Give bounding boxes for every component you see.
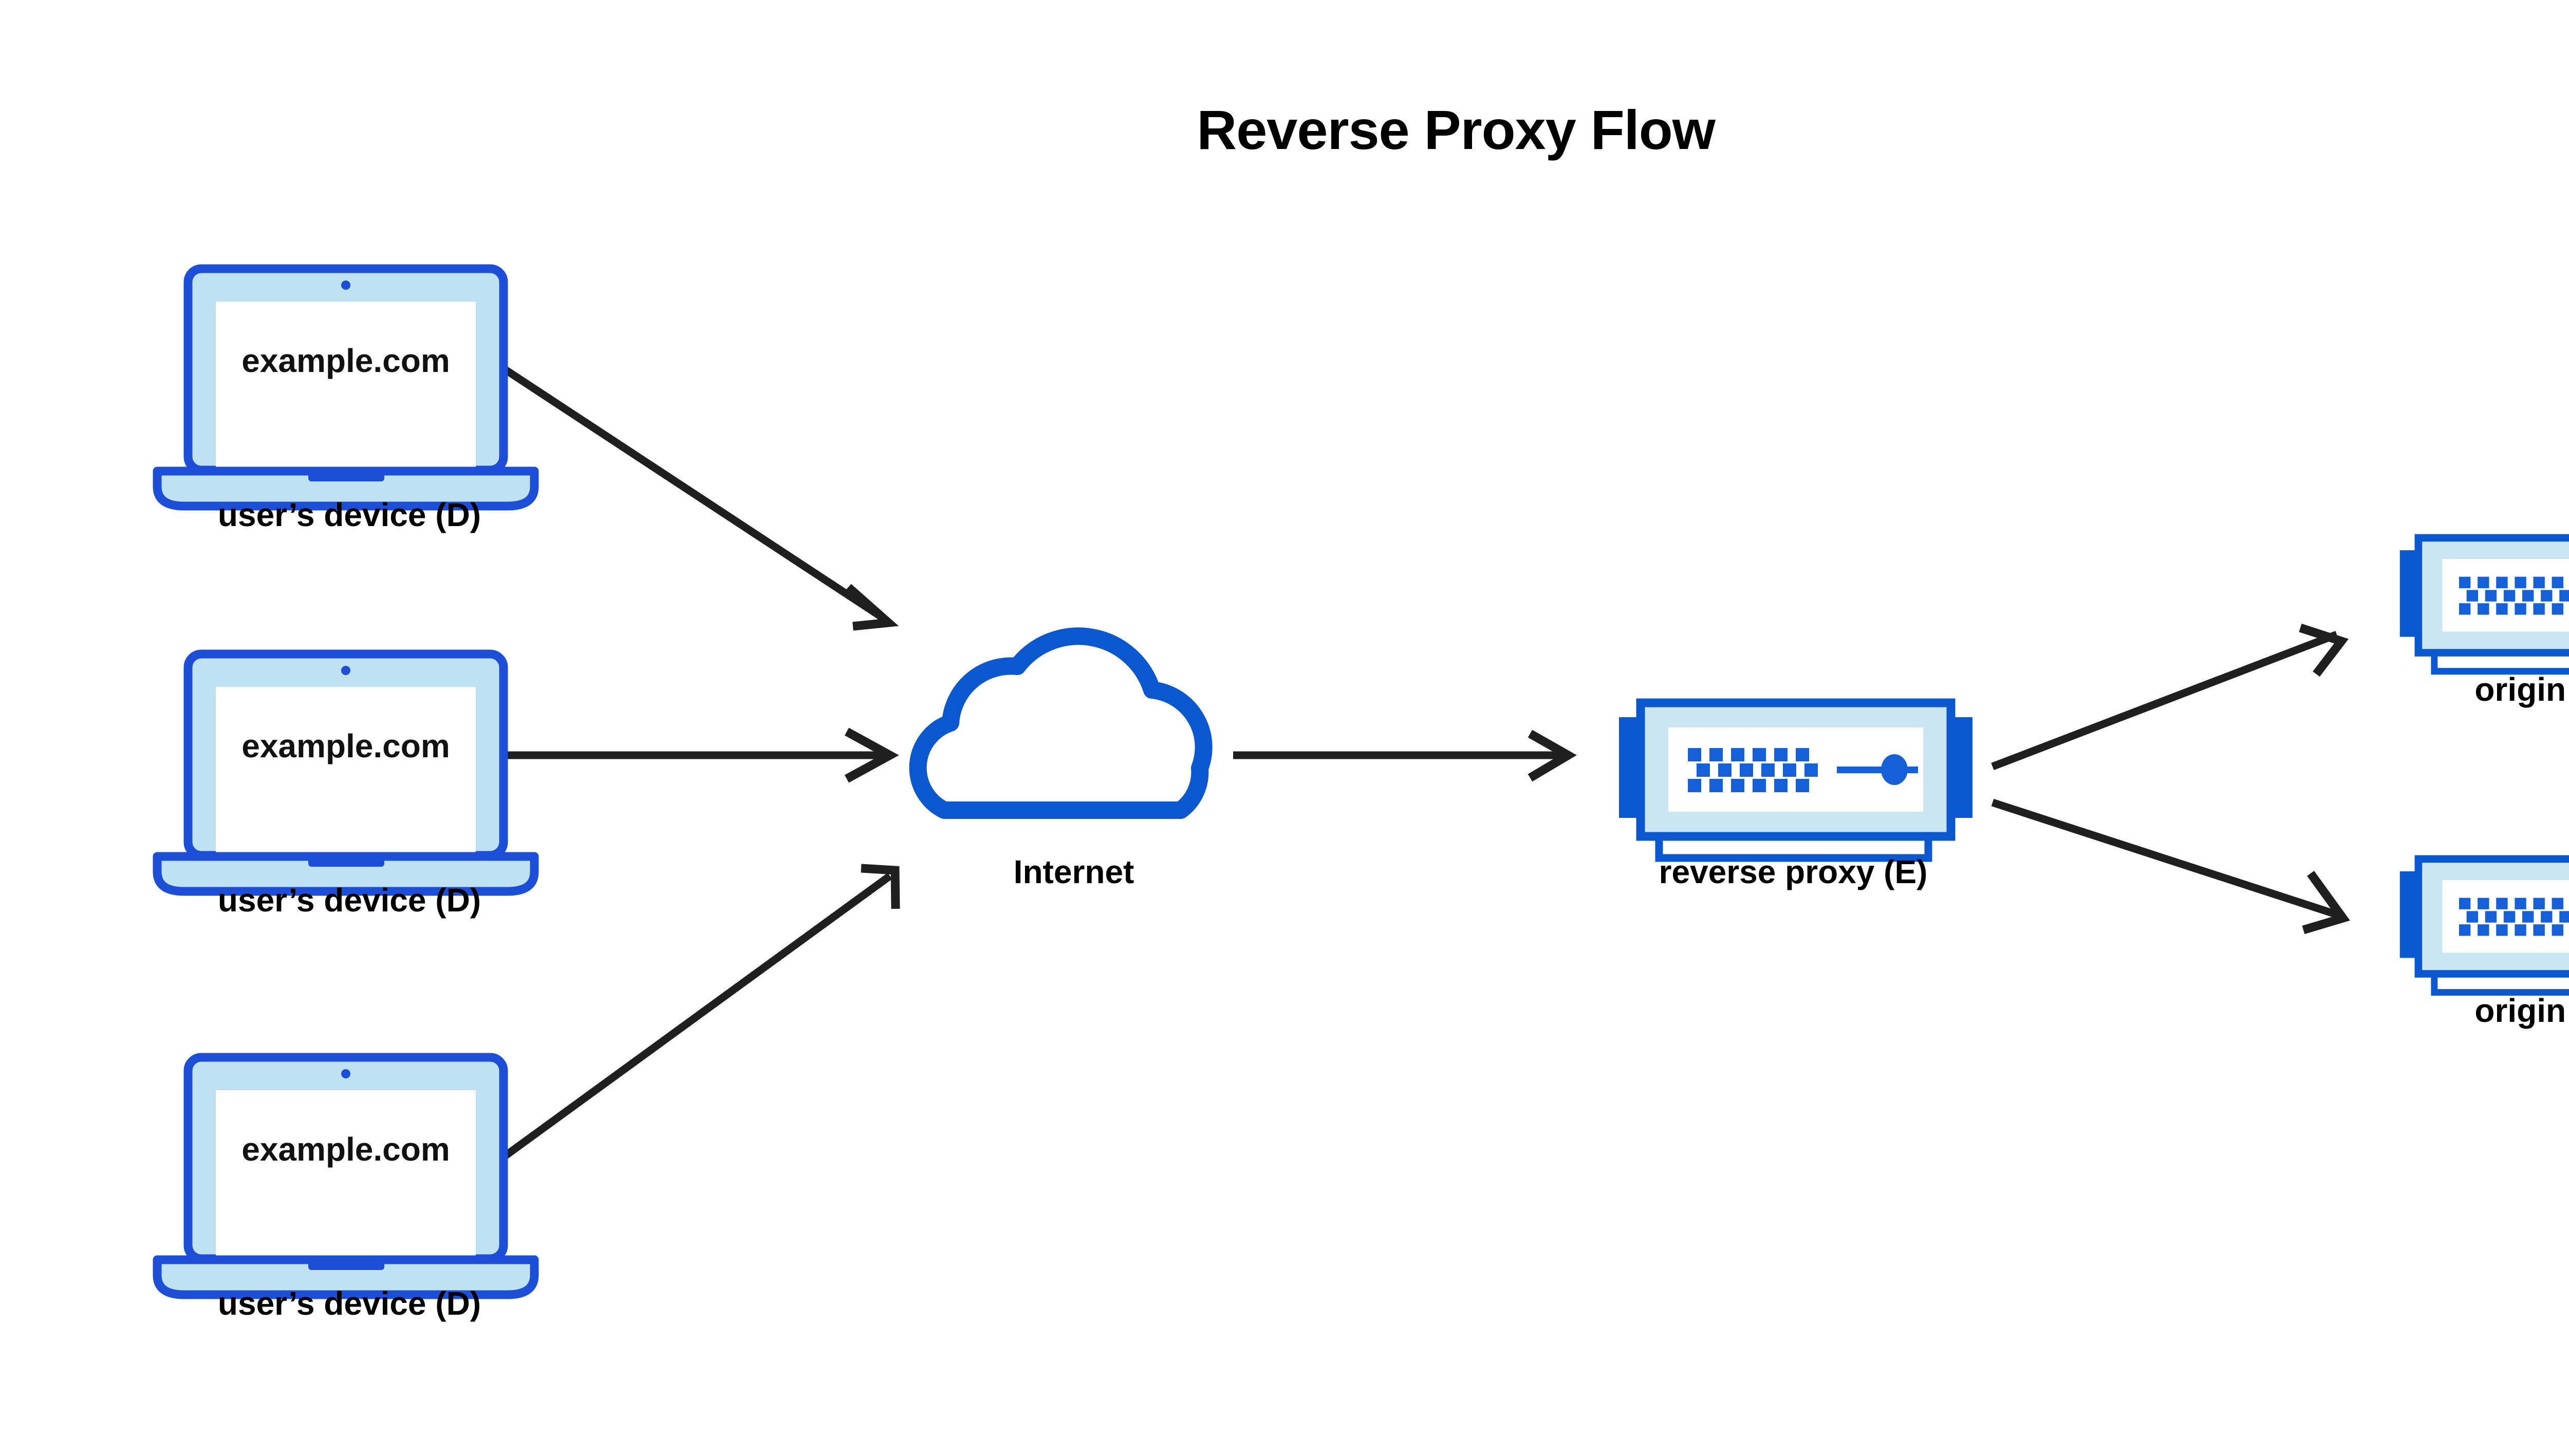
edge-device2-to-internet (499, 727, 899, 783)
server-icon-reverse-proxy (1619, 703, 1972, 858)
device-1-screen-text: example.com (241, 342, 450, 379)
device-2-label: user’s device (D) (217, 882, 481, 919)
laptop-icon-device-3 (157, 1057, 534, 1295)
internet-label: Internet (1013, 853, 1134, 890)
device-3-screen-text: example.com (241, 1131, 450, 1168)
device-2-screen-text: example.com (241, 727, 450, 764)
origin-server-2-label: origin server (F) (2474, 992, 2569, 1029)
cloud-icon-internet (909, 627, 1213, 819)
edge-device1-to-internet (497, 362, 899, 631)
device-3-label: user’s device (D) (217, 1285, 481, 1322)
device-1-label: user’s device (D) (217, 496, 481, 533)
edge-proxy-to-origin1 (1991, 623, 2349, 771)
reverse-proxy-label: reverse proxy (E) (1659, 853, 1928, 890)
edge-internet-to-proxy (1233, 730, 1577, 782)
origin-server-1-label: origin server (F) (2474, 671, 2569, 708)
server-icon-origin-1 (2400, 538, 2569, 671)
server-icon-origin-2 (2400, 859, 2569, 993)
edge-device3-to-internet (497, 864, 900, 1164)
edge-proxy-to-origin2 (1991, 798, 2350, 935)
laptop-icon-device-2 (157, 654, 534, 891)
page-title: Reverse Proxy Flow (1197, 99, 1715, 161)
laptop-icon-device-1 (157, 269, 534, 506)
